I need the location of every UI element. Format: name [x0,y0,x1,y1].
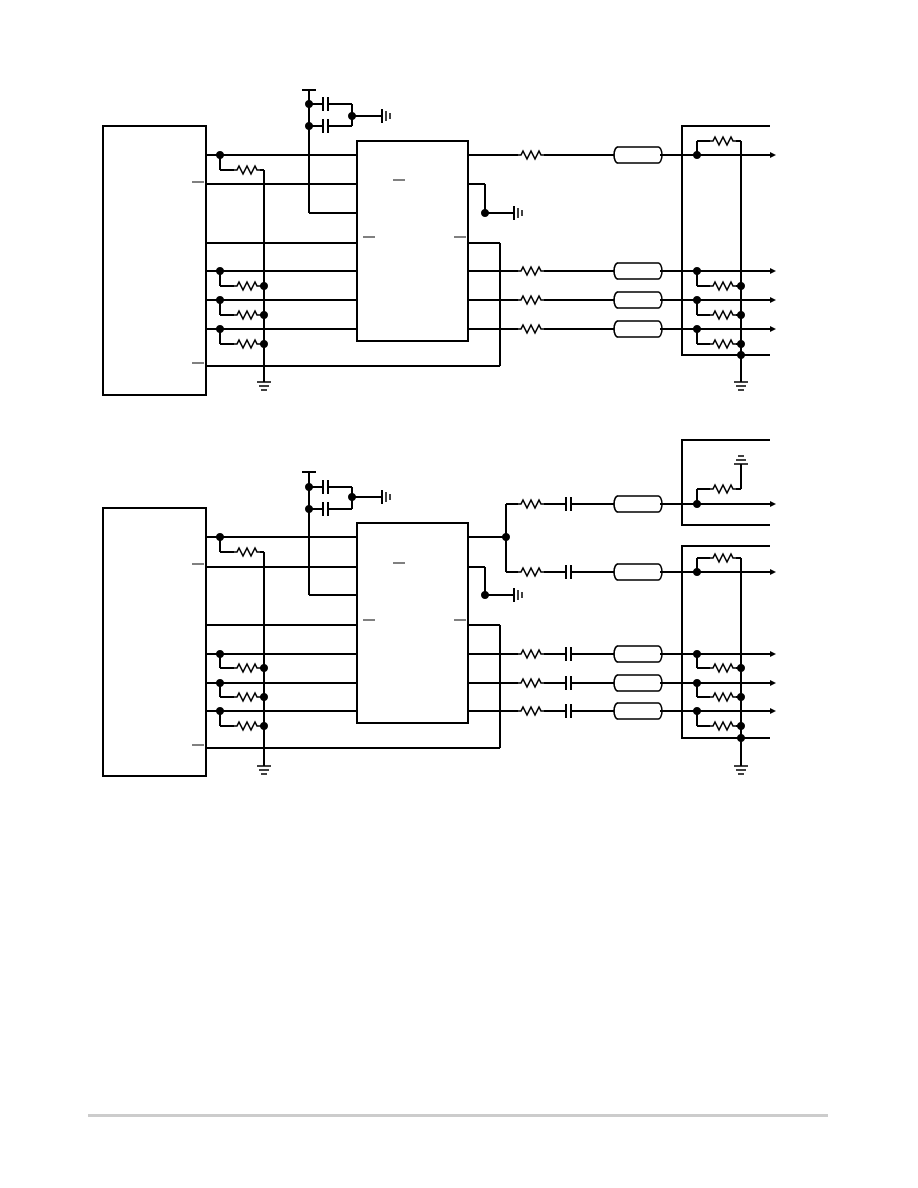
source-ic [102,507,207,777]
driver-ic [356,140,469,342]
dc-coupled-video-output-circuit [102,89,776,396]
receiver-box-bottom [681,545,770,739]
source-ic [102,125,207,396]
driver-ic [356,522,469,724]
receiver-box-top [681,439,770,526]
receiver-box [681,125,770,356]
ac-coupled-video-output-circuit [102,439,776,777]
footer-rule [88,1114,828,1117]
